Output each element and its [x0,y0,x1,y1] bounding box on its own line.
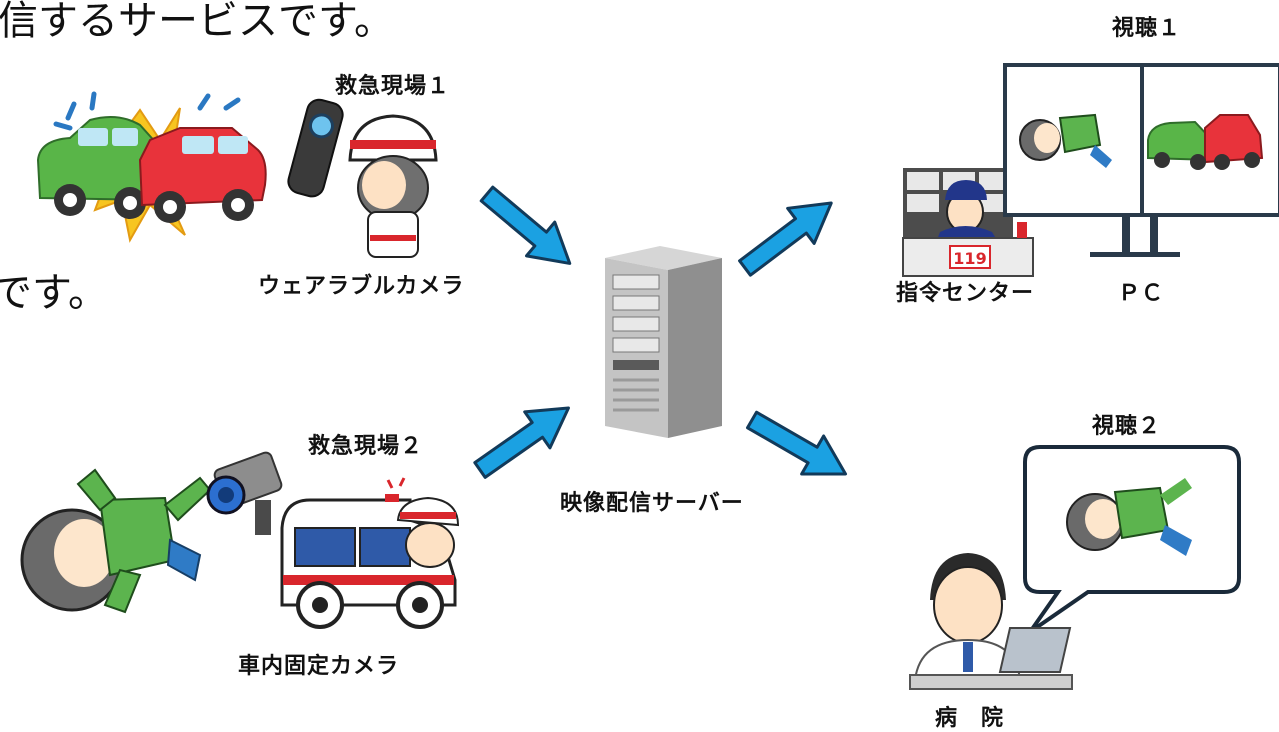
scene1-label: 救急現場１ [335,74,451,99]
intro-text-line2: です。 [0,270,108,316]
hospital-label: 病 院 [935,706,1005,731]
arrow-vehicle-to-server [465,388,583,490]
pc-label: ＰＣ [1118,281,1165,306]
wearable-camera-label: ウェアラブルカメラ [258,274,465,299]
command-center-label: 指令センター [896,281,1035,306]
vehicle-camera-icon [206,451,283,535]
viewer1-label: 視聴１ [1112,16,1182,41]
hospital-view-bubble [1023,445,1241,634]
arrow-server-to-center [730,183,846,288]
crashed-cars-icon [36,91,267,243]
wearable-camera-icon [287,98,344,198]
scene2-label: 救急現場２ [308,434,424,459]
command-center-icon: 119 [902,168,1034,277]
server-label: 映像配信サーバー [560,491,744,516]
center-sign-text: 119 [953,249,986,268]
ambulance-icon [280,477,460,629]
arrow-server-to-hospital [739,399,859,495]
arrow-wearable-to-server [471,175,586,282]
server-icon [605,246,722,438]
viewer2-label: 視聴２ [1092,414,1162,439]
intro-text-line1: 信するサービスです。 [0,0,394,44]
vehicle-camera-label: 車内固定カメラ [238,654,400,679]
doctor-icon [909,553,1073,690]
rescuer-icon [348,114,438,258]
pc-monitor-icon [1003,63,1279,257]
patient-lying-icon-1 [20,468,212,614]
